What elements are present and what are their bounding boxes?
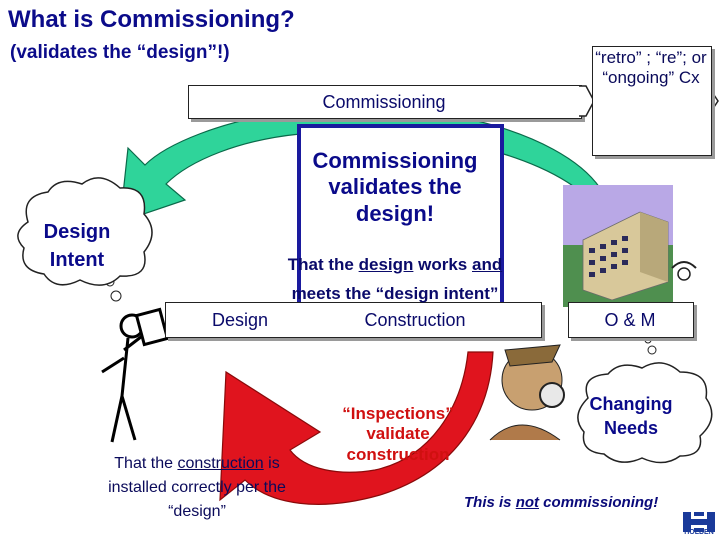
installed-prefix: That the [114, 455, 178, 472]
thought-dot [110, 290, 122, 302]
designer-figure-icon [101, 307, 170, 443]
works-design-word: design [358, 255, 414, 274]
om-phase-box [568, 302, 694, 338]
lifecycle-bar [165, 302, 542, 338]
page-title: What is Commissioning? [8, 6, 295, 33]
not-suffix: commissioning! [539, 494, 659, 511]
commissioning-label: Commissioning [322, 92, 446, 112]
works-prefix: That the [287, 255, 359, 274]
installed-suffix: is installed correctly per the “design” [108, 455, 286, 520]
not-prefix: This is [464, 494, 516, 511]
commissioning-bar [188, 85, 582, 119]
holden-logo-icon [683, 512, 715, 532]
construction-phase-label: Construction [364, 310, 466, 330]
detective-figure-icon [489, 344, 565, 441]
design-works-text: That the design works and meets the “des… [280, 250, 510, 308]
design-phase-label: Design [211, 310, 269, 330]
red-arrow [219, 351, 494, 505]
design-intent-text: Design Intent [43, 221, 111, 271]
retro-cx-box [592, 46, 712, 156]
om-phase-label: O & M [604, 310, 656, 330]
changing-needs-cloud [577, 362, 713, 464]
thought-dot [647, 345, 657, 355]
installed-construction-word: construction [177, 455, 264, 472]
inspections-text: “Inspections” validate construction [342, 404, 454, 464]
works-and-word: and [472, 255, 503, 274]
not-commissioning-text: This is not commissioning! [464, 494, 694, 511]
not-word: not [515, 494, 540, 511]
design-intent-cloud [17, 177, 153, 286]
retro-cx-text: “retro” ; “re”; or “ongoing” Cx [595, 48, 707, 88]
gauge-icon [671, 261, 697, 281]
commissioning-validates-text: Commissioning validates the design! [312, 148, 478, 226]
works-middle: works [413, 255, 472, 274]
installed-correctly-text: That the construction is installed corre… [84, 452, 310, 524]
changing-needs-text: Changing Needs [589, 394, 673, 439]
building-illustration [563, 185, 673, 307]
commissioning-validates-box [297, 124, 504, 307]
holden-logo-label: HOLDEN [684, 529, 714, 536]
works-suffix: meets the “design intent” [291, 284, 499, 303]
page-subtitle: (validates the “design”!) [10, 42, 230, 63]
